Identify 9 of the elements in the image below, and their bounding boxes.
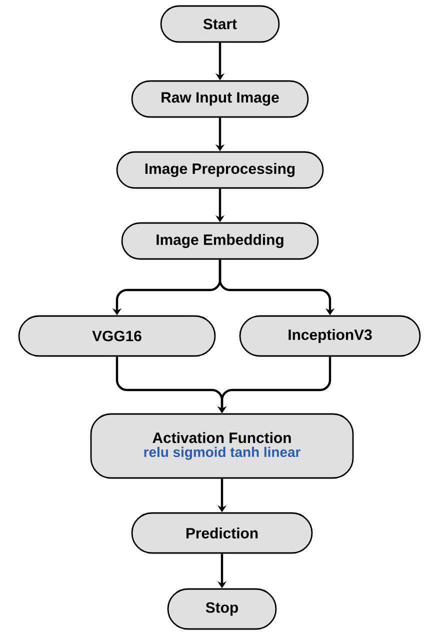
process-box: InceptionV3 (239, 315, 421, 357)
process-box: Start (160, 5, 280, 43)
process-box: Prediction (131, 512, 313, 554)
process-box: Image Preprocessing (116, 151, 324, 189)
process-box: Raw Input Image (131, 80, 309, 118)
process-box: Image Embedding (121, 222, 319, 260)
process-box: Activation Function relu sigmoid tanh linear (90, 413, 354, 479)
process-box: VGG16 (18, 315, 216, 357)
process-box: Stop (167, 588, 277, 630)
